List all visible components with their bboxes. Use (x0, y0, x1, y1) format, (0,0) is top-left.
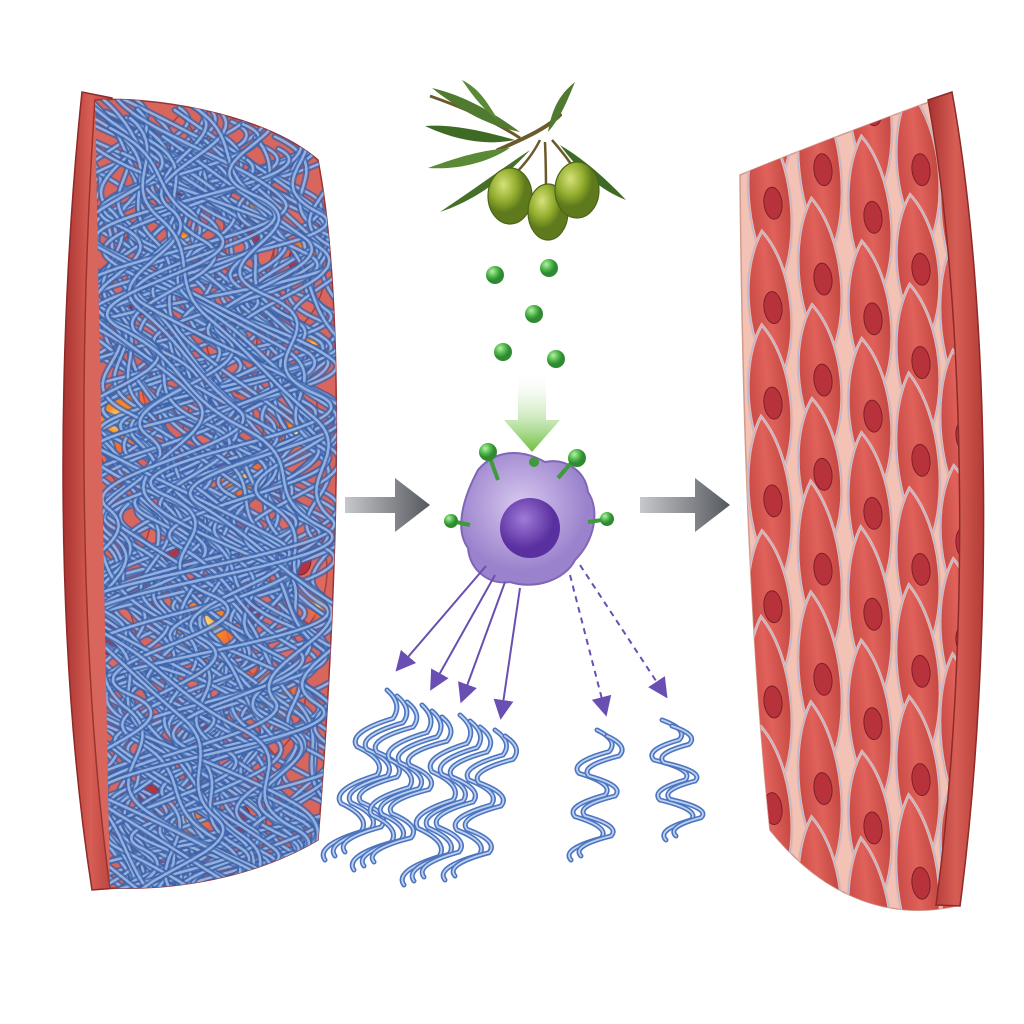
fiber-nucleus (911, 252, 931, 286)
fiber-nucleus (813, 662, 833, 696)
fiber-nucleus (863, 811, 883, 845)
collagen-fiber-highlight (95, 138, 291, 889)
collagen-fiber-highlight (95, 99, 334, 889)
fiber-nucleus (863, 907, 883, 911)
healthy-muscle-fibers (746, 95, 980, 965)
collagen-fragment-highlight (660, 725, 704, 837)
fiber-nucleus (763, 484, 783, 518)
fiber-nucleus (911, 866, 931, 900)
fiber-nucleus (813, 552, 833, 586)
fiber-nucleus (763, 186, 783, 220)
bioactive-molecules (486, 259, 565, 368)
receptor-molecules (444, 443, 614, 528)
degraded-collagen-fragments (320, 687, 706, 888)
fiber-nucleus (954, 931, 975, 965)
fiber-nucleus (763, 685, 783, 719)
fiber-nucleus (863, 597, 883, 631)
collagen-fragment-highlight (578, 735, 623, 857)
fiber-sheath (847, 837, 893, 911)
collagen-degradation-arrows (395, 564, 668, 720)
olive-fruits (487, 161, 600, 241)
fiber-nucleus (763, 894, 783, 911)
collagen-fiber-highlight (95, 99, 333, 889)
collagen-fragment-highlight (342, 701, 418, 853)
macrophage-nucleus (500, 498, 560, 558)
fiber-nucleus (911, 346, 931, 379)
olive-leaves (425, 80, 626, 212)
arrow-to-regenerated (640, 478, 730, 532)
fiber-nucleus (911, 763, 931, 796)
collagen-fragment-highlight (421, 726, 492, 878)
fiber-nucleus (911, 443, 931, 477)
fiber-nucleus (813, 153, 833, 187)
fiber-nucleus (763, 95, 783, 127)
fiber-nucleus (911, 552, 931, 586)
collagen-fiber-highlight (95, 116, 336, 889)
macrophage-cell-icon (444, 443, 614, 586)
healthy-muscle-tissue-icon (739, 91, 985, 965)
olive-branch-icon (425, 80, 626, 241)
fiber-nucleus (763, 590, 783, 624)
fiber-nucleus (911, 153, 931, 187)
fiber-nucleus (863, 200, 883, 234)
fiber-nucleus (763, 386, 783, 420)
collagen-fragment-highlight (371, 716, 452, 863)
fiber-nucleus (863, 399, 883, 433)
fiber-nucleus (863, 95, 883, 127)
fiber-nucleus (813, 262, 833, 296)
collagen-fiber-highlight (95, 126, 334, 889)
fiber-nucleus (813, 363, 833, 397)
fiber-nucleus (911, 654, 931, 688)
collagen-fragment-highlight (452, 735, 518, 877)
fiber-nucleus (863, 496, 883, 530)
fiber-nucleus (763, 291, 783, 324)
collagen-fiber-highlight (95, 102, 337, 889)
molecule-flow-arrow (504, 370, 560, 452)
fibrotic-muscle-tissue-icon (62, 91, 338, 891)
arrow-to-treatment (345, 478, 430, 532)
fiber-nucleus (813, 457, 833, 491)
fiber-nucleus (863, 707, 883, 741)
fiber-sheath (895, 794, 941, 911)
fiber-nucleus (813, 772, 833, 805)
healthy-tissue-membrane (927, 91, 985, 907)
fiber-nucleus (863, 302, 883, 336)
collagen-fiber-highlight (95, 126, 307, 889)
